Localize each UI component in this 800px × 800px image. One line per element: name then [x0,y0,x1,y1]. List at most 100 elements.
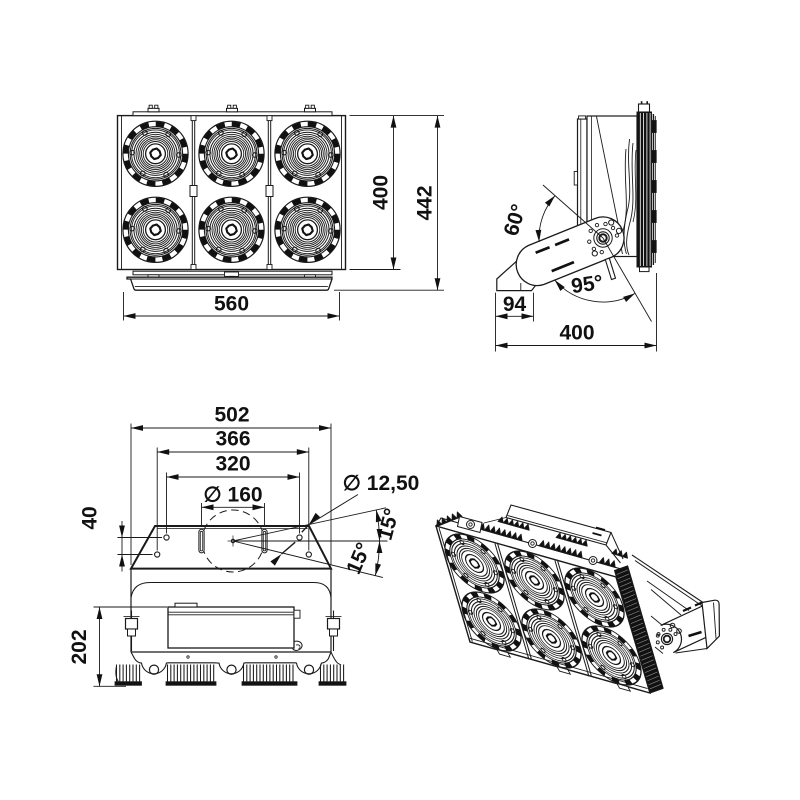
leader-bold [301,524,310,533]
pivot-hole [655,640,660,645]
plate-slot [198,528,205,554]
fin-base-bar [241,681,298,686]
pivot-arm [515,216,625,287]
bracket-slot [682,606,692,613]
arrowhead [554,279,565,291]
heatsink-body [636,111,652,268]
top-view: 502 366 320 ∅ 160 40 202 ∅ 12,50 15° 15° [68,404,419,687]
leader-line [308,494,359,525]
side-fin-line [623,594,635,600]
yoke-edge [631,554,704,603]
arrowhead [157,449,170,455]
bracket-slot [688,630,702,638]
bottom-plate-hole [274,655,278,659]
pivot-hole [661,627,666,632]
heatsink-tab [651,150,657,163]
side-fin-line [622,590,634,596]
yoke-inner [646,580,690,611]
arrowhead [376,541,383,553]
angle-leg [542,184,604,239]
pivot-hole [588,228,593,234]
heatsink-bolt-hole [226,664,237,675]
pivot-hole [655,633,660,638]
separator-boss-bottom [266,264,273,270]
rail-bolt [466,520,475,529]
dim-label-502: 502 [214,404,249,427]
fin-group [319,664,345,682]
driver-box [167,606,295,649]
body-corner-curve [330,651,342,666]
arrowhead [166,474,179,480]
arrowhead [252,504,265,511]
arrowhead [319,425,331,431]
top-bolt [232,104,237,109]
foot-bottom-link [675,648,708,654]
arm-slot [554,238,570,247]
top-fin-strip [478,523,523,542]
side-fin-line [648,679,660,686]
pivot-handle [604,257,617,281]
pivot-hole [594,222,600,228]
dimension-502: 502 [131,404,331,431]
dimension-442: 442 [414,115,441,291]
mount-plate [129,525,333,570]
arrowhead [287,474,300,480]
arrowhead [201,504,214,511]
arrowhead [521,313,534,320]
bezel-top-tab [578,115,587,120]
bottom-tab [556,665,572,675]
side-fin-line [624,598,637,604]
angle-label-60: 60° [500,202,531,239]
side-clip-nut [127,628,136,637]
yoke-edge [634,560,704,607]
dim-label-442: 442 [414,185,437,220]
foot-inner [713,602,717,639]
angle-15-lower: 15° [342,539,383,578]
body-shoulder [130,581,332,598]
dim-label-400: 400 [370,175,393,210]
arrowhead [375,509,382,523]
pivot-hole-large [608,219,615,226]
dim-label-400-depth: 400 [559,322,594,345]
pivot-hole [614,233,620,238]
arrowhead [434,115,441,128]
side-fin-line [647,675,659,682]
top-bolt [310,104,315,109]
wire [626,142,634,256]
separator-boss [189,185,198,197]
arrowhead [375,563,382,576]
side-fin-line [627,606,639,612]
mount-hole [296,534,303,541]
side-fin-line [649,684,661,690]
band-link [654,646,664,654]
bracket-slot [694,601,703,607]
pivot-hole [599,249,604,255]
bottom-tab [616,682,632,692]
dim-label-40: 40 [79,506,102,529]
angle-label-15u: 15° [374,506,404,543]
pivot-hole [610,225,616,231]
separator-boss [265,185,274,197]
arm-slot [551,260,575,273]
arrowhead [270,554,282,566]
side-fin-line [644,667,657,673]
body-diagonal [596,116,619,224]
pivot-hole [587,239,592,244]
heatsink-tab [651,210,657,223]
top-fin-strip [598,557,616,568]
angle-leg [232,540,384,578]
side-fin-line [635,635,647,641]
plate-slot-inner [199,530,204,552]
pivot-hole [660,645,665,650]
angle-label-15l: 15° [342,539,376,577]
dim-label-dia160: ∅ 160 [203,484,262,507]
side-fin-line [646,671,658,677]
rail-bolt [528,539,537,548]
face-outline [434,524,652,695]
side-fin-line [630,618,643,624]
pivot-hub [596,231,610,245]
side-clip-block [124,617,139,630]
side-fin-line [628,610,640,616]
top-fin-strip-back [497,516,530,531]
